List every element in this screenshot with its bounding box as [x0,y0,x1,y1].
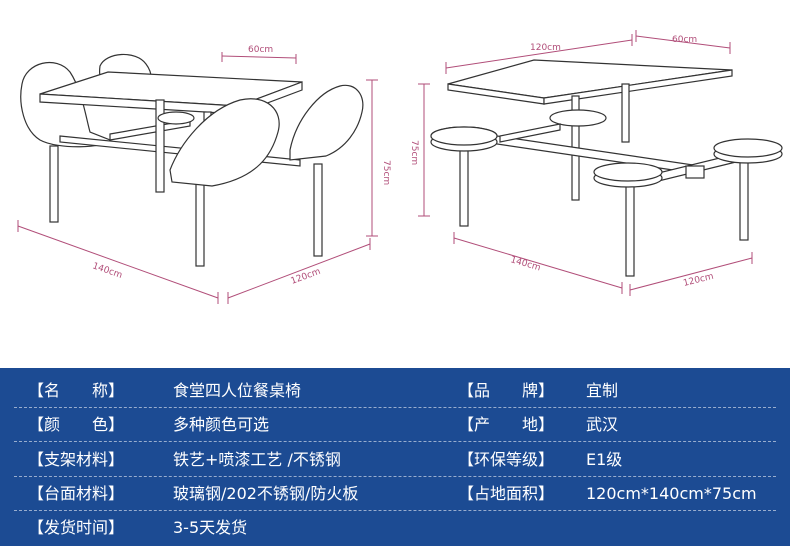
value-frame-material: 铁艺+喷漆工艺 /不锈钢 [173,450,341,469]
spec-row-frame: 【支架材料】 铁艺+喷漆工艺 /不锈钢 【环保等级】 E1级 [0,445,790,475]
right-length-dim: 120cm [530,43,561,53]
label-frame-material: 【支架材料】 [28,450,125,469]
spec-row-name: 【名称】 食堂四人位餐桌椅 【品牌】 宜制 [0,376,790,406]
value-name: 食堂四人位餐桌椅 [173,381,302,400]
spec-row-top: 【台面材料】 玻璃钢/202不锈钢/防火板 【占地面积】 120cm*140cm… [0,479,790,509]
left-height-dim: 75cm [381,160,391,185]
left-length-dim: 140cm [91,261,123,281]
row-divider [14,510,776,511]
label-origin: 【产地】 [458,415,554,434]
value-brand: 宜制 [586,381,619,400]
right-view-dimensions [418,30,753,296]
front-left-chair [169,98,280,187]
right-view-drawing [430,59,783,277]
row-divider [14,407,776,408]
value-eco-grade: E1级 [586,450,623,469]
spec-row-delivery: 【发货时间】 3-5天发货 [0,513,790,543]
left-width-dim: 60cm [248,45,273,55]
label-footprint: 【占地面积】 [458,484,555,503]
value-footprint: 120cm*140cm*75cm [586,484,757,503]
right-bottom-left-dim: 140cm [509,255,541,273]
label-brand: 【品牌】 [458,381,554,400]
left-view-drawing [20,53,364,267]
right-width-dim: 60cm [672,35,697,45]
product-drawings: 60cm 75cm 140cm 120cm [17,30,783,304]
left-view-dimensions [17,52,378,304]
label-name: 【名称】 [28,381,124,400]
value-delivery-time: 3-5天发货 [173,518,248,537]
row-divider [14,441,776,442]
row-divider [14,476,776,477]
right-bottom-right-dim: 120cm [682,272,714,289]
label-eco-grade: 【环保等级】 [458,450,555,469]
right-height-dim: 75cm [409,140,419,165]
value-top-material: 玻璃钢/202不锈钢/防火板 [173,484,359,503]
spec-row-color: 【颜色】 多种颜色可选 【产地】 武汉 [0,410,790,440]
front-right-chair [289,84,364,161]
value-origin: 武汉 [586,415,619,434]
label-top-material: 【台面材料】 [28,484,125,503]
left-depth-dim: 120cm [290,267,322,287]
label-color: 【颜色】 [28,415,124,434]
label-delivery-time: 【发货时间】 [28,518,125,537]
rear-left-chair [20,62,111,148]
value-color: 多种颜色可选 [173,415,270,434]
spec-panel: 【名称】 食堂四人位餐桌椅 【品牌】 宜制 【颜色】 多种颜色可选 【产地】 武… [0,368,790,546]
